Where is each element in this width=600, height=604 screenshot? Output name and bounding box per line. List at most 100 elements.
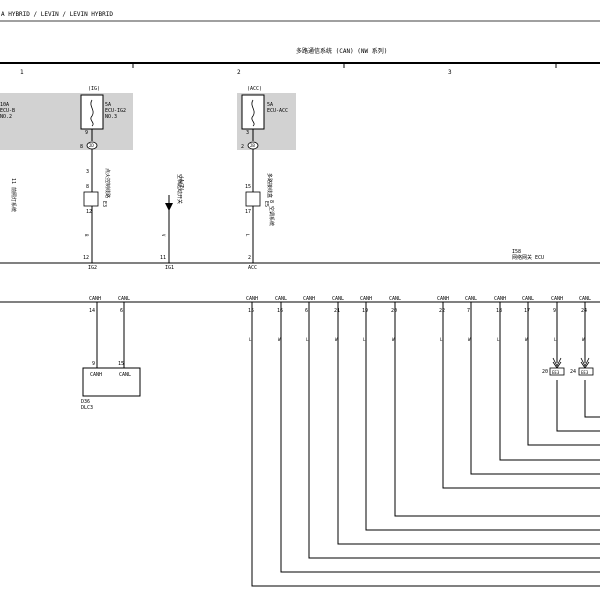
bus-pin-label: 9 [553,308,556,314]
bus-signal-label: CANL [579,296,591,302]
bus-wire-color: W [468,337,471,342]
bus-pin-label: 6 [305,308,308,314]
diagram-title: 多路通信系统 (CAN) (NW 系列) [296,47,387,55]
bus-signal-label: CANL [522,296,534,302]
dlc-top-canh: CANH [89,296,101,302]
bus-pin-label: 18 [496,308,502,314]
acc-terminal: ACC [248,265,257,271]
bus-signal-label: CANL [275,296,287,302]
bus-pin-label: 16 [277,308,283,314]
dlc-box-pin-2: 15 [118,361,124,367]
junction-pin-2: 24 [570,369,576,375]
dlc-box-canh: CANH [90,372,102,378]
bus-wire [556,302,600,432]
bus-signal-label: CANH [494,296,506,302]
ig1-terminal: IG1 [165,265,174,271]
fuse-acc-line-1: ECU-ACC [267,108,288,114]
fuse-ig-name: (IG) [88,86,100,92]
acc-terminal-pin: 2 [248,255,251,261]
bus-wire [499,302,600,461]
fuse-box-ig-shade [0,93,133,150]
gateway-code: I58 [512,249,521,255]
ig2-terminal: IG2 [88,265,97,271]
bus-signal-label: CANH [360,296,372,302]
bus-pin-label: 17 [524,308,530,314]
zone-label-2: 2 [237,69,241,76]
zone-label-1: 1 [20,69,24,76]
dlc-top-pin-1: 14 [89,308,95,314]
fuse-ig-rating: 5A [105,102,111,108]
bus-pin-label: 15 [248,308,254,314]
ig1-label-1: 空档起动开关 [176,174,183,204]
left-fuse-line-2: ECU-B [0,108,15,114]
bus-wire-color: W [278,337,281,342]
bus-wire [365,302,600,531]
ig2-ecu-code: E3 [101,201,107,207]
junction-1-label: EE3 [552,370,560,375]
bus-wire-color: W [582,337,585,342]
bus-signal-label: CANH [551,296,563,302]
bus-wire [251,302,600,587]
ig2-inline-connector [83,191,99,207]
acc-pin-a: 15 [245,184,251,190]
dlc-name: DLC3 [81,405,93,411]
ig1-label-2: (A/T) [178,176,184,191]
acc-ecu-label: 多路接线盒 [266,173,273,198]
ig2-pin-a: 3 [86,169,89,175]
bus-wire [337,302,600,545]
fuse-acc-pin-bottom: 2 [241,144,244,150]
fuse-ig-pin-bottom: 8 [80,144,83,150]
junction-1-box [549,367,565,376]
fuse-ig-element-icon [90,99,94,127]
bus-wire [584,302,600,418]
bus-wire-color: W [525,337,528,342]
fuse-ig-line-1: ECU-IG2 [105,108,126,114]
ig2-pin-b: 8 [86,184,89,190]
model-line: A HYBRID / LEVIN / LEVIN HYBRID [1,11,113,18]
junction-chevron-icon [552,357,562,367]
bus-pin-label: 24 [581,308,587,314]
bus-wire-color: L [249,337,252,342]
bus-wire-color: W [392,337,395,342]
bus-wire-color: L [497,337,500,342]
dlc-box-canl: CANL [119,372,131,378]
fuse-ig-line-2: NO.3 [105,114,117,120]
ig2-terminal-pin: 12 [83,255,89,261]
bus-wire-color: L [363,337,366,342]
fuse-ig-pin-top: 9 [85,130,88,136]
bus-pin-label: 19 [362,308,368,314]
fuse-acc-pin-top: 3 [246,130,249,136]
bus-pin-label: 21 [334,308,340,314]
ig2-wire-color: B [84,234,89,237]
dlc-connector-box [82,367,141,397]
fuse-acc-rating: 5A [267,102,273,108]
dlc-top-pin-2: 6 [120,308,123,314]
left-fuse-line-3: NO.2 [0,114,12,120]
dlc-top-canl: CANL [118,296,130,302]
junction-2-label: EE3 [581,370,589,375]
acc-pin-b: 17 [245,209,251,215]
junction-chevron-icon [580,357,590,367]
zone-label-3: 3 [448,69,452,76]
bus-wire [280,302,600,573]
can-bus-group: CANH 15L CANL 16W CANH 6L CANL 21W CANH 19L CANL 20… [246,296,600,587]
acc-side-label: 8 空调系统 [268,200,275,226]
bus-wire-color: L [440,337,443,342]
bus-wire-color: L [306,337,309,342]
bus-signal-label: CANH [303,296,315,302]
fuse-acc-connector-code: 2B [250,143,255,148]
gateway-name: 网络网关 ECU [512,254,544,261]
ig1-wire-color: V [161,234,166,237]
bus-wire-color: W [335,337,338,342]
ig2-ecu-label: 点火控制线路 [104,168,111,198]
bus-pin-label: 20 [391,308,397,314]
acc-ecu-code: E5 [263,201,269,207]
dlc-code: D36 [81,399,90,405]
bus-signal-label: CANH [437,296,449,302]
fuse-acc-element-icon [251,99,255,127]
ig1-arrow-icon [165,203,173,211]
bus-wire [527,302,600,446]
left-fuse-line-1: 10A [0,102,9,108]
junction-2-box [578,367,594,376]
